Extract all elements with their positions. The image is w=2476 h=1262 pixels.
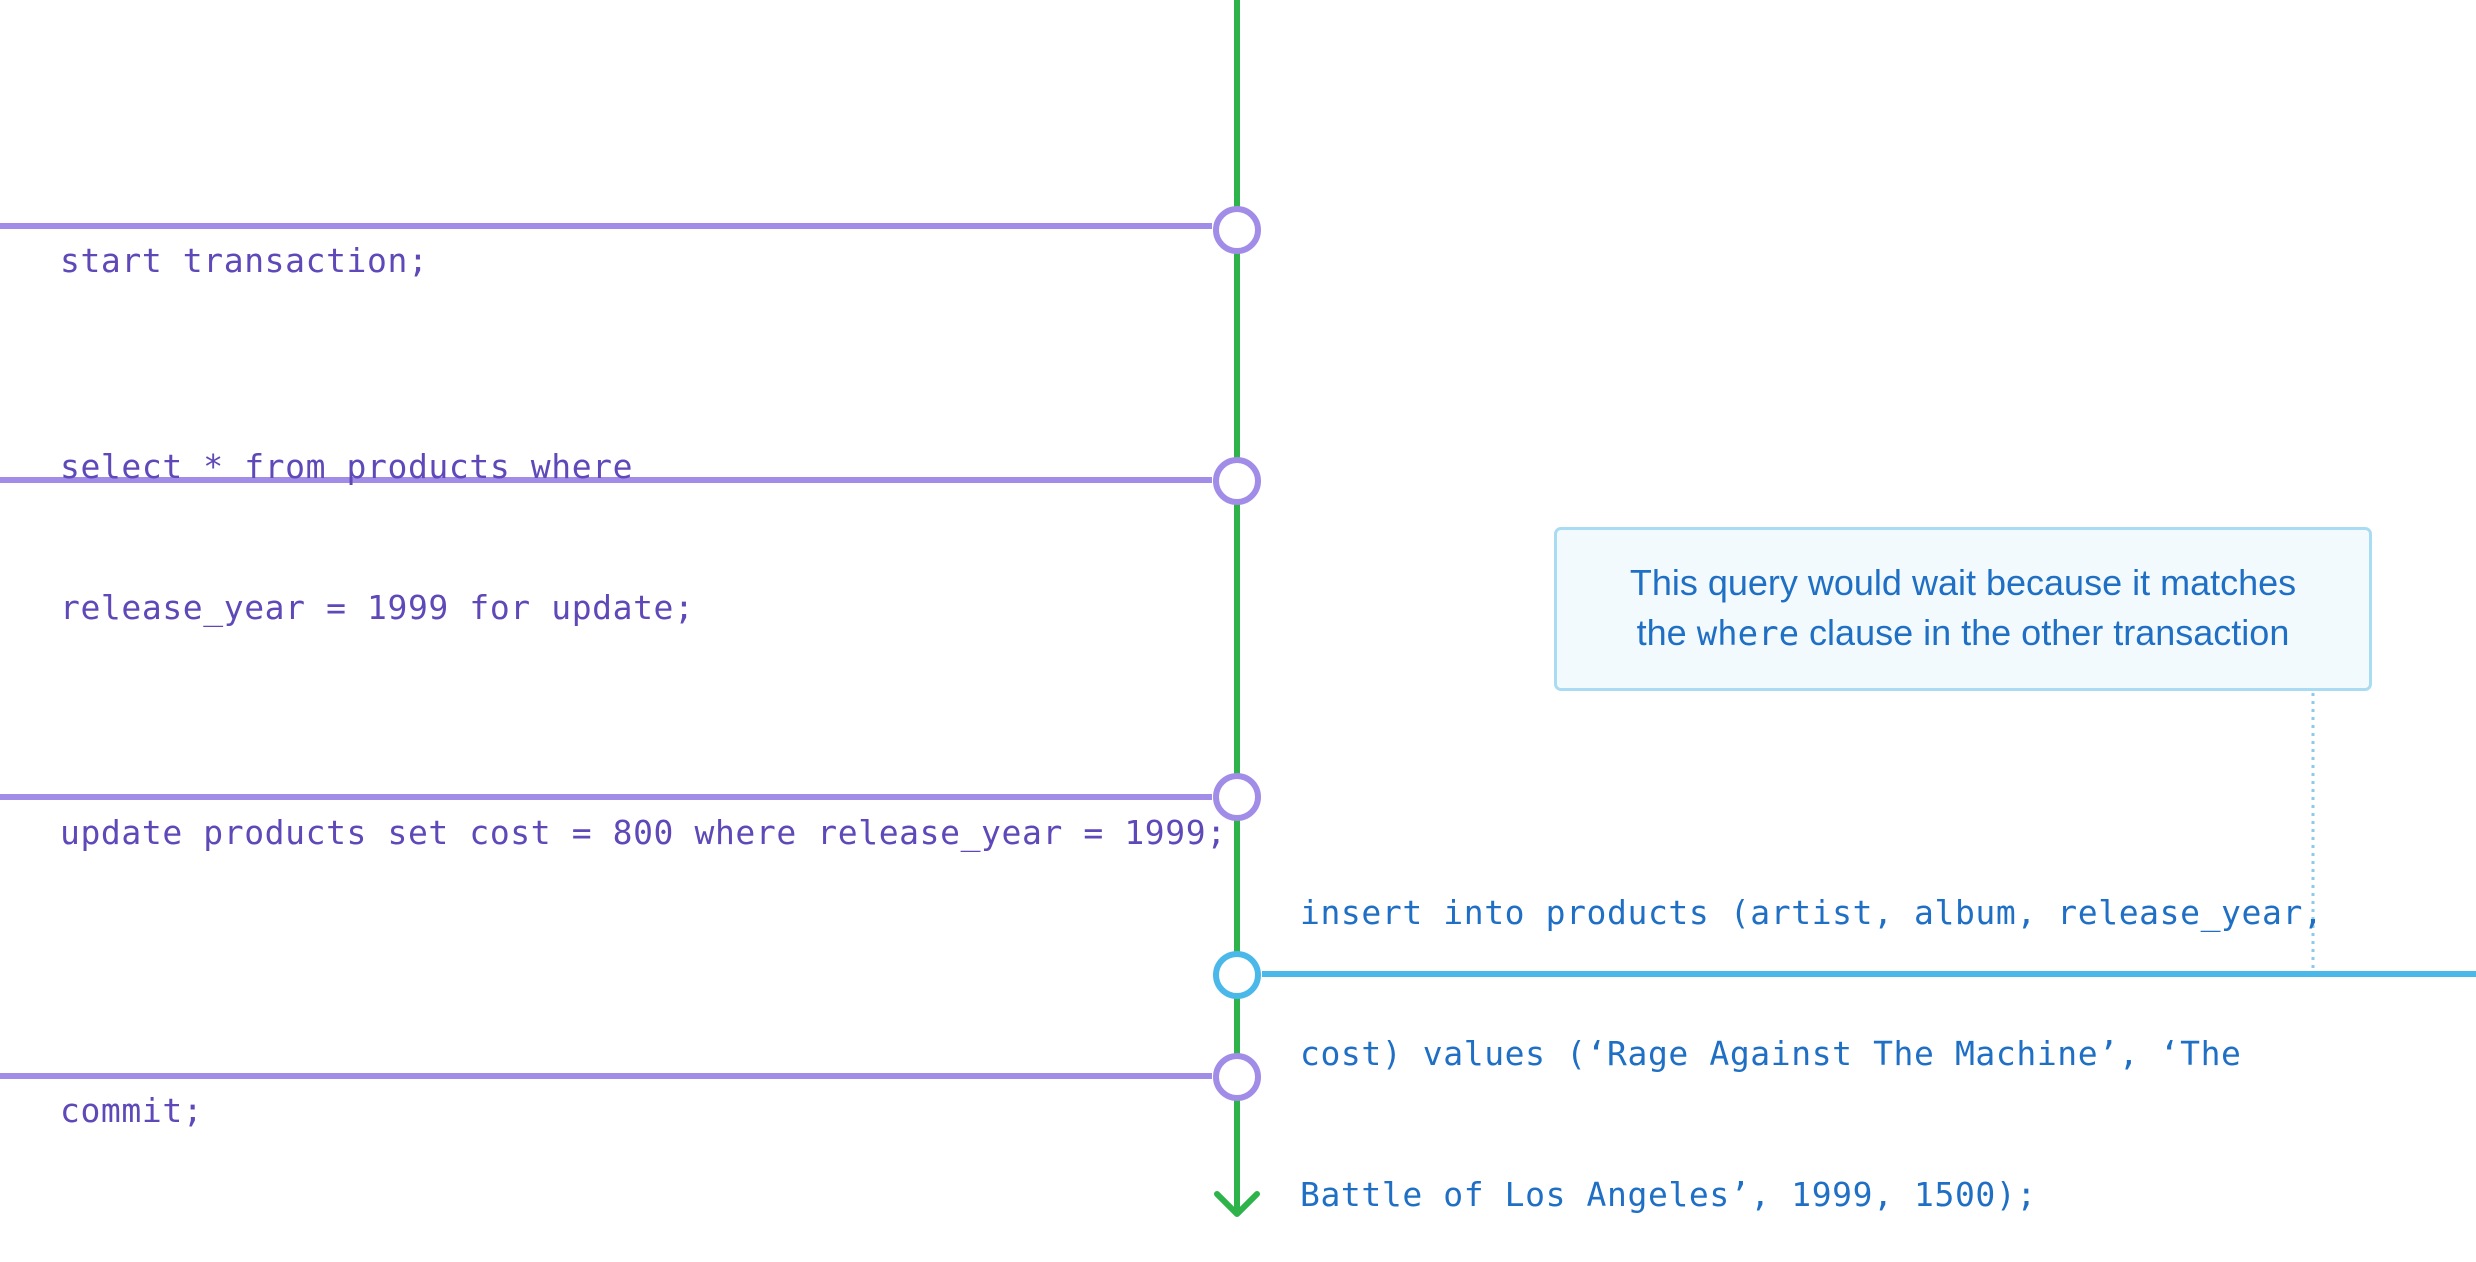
transaction-a-marker-4 bbox=[1213, 1053, 1261, 1101]
wait-explanation-note: This query would wait because it matches… bbox=[1554, 527, 2372, 691]
transaction-b-marker-1 bbox=[1213, 951, 1261, 999]
code-line: start transaction; bbox=[60, 241, 429, 280]
statement-start-transaction: start transaction; bbox=[60, 143, 428, 378]
code-line: release_year = 1999 for update; bbox=[60, 588, 695, 627]
code-line: insert into products (artist, album, rel… bbox=[1300, 893, 2324, 932]
note-line-2: the where clause in the other transactio… bbox=[1557, 608, 2369, 659]
timeline-arrowhead bbox=[1214, 1191, 1260, 1217]
transaction-a-marker-3 bbox=[1213, 773, 1261, 821]
code-line: commit; bbox=[60, 1091, 204, 1130]
code-line: select * from products where bbox=[60, 447, 634, 486]
transaction-a-marker-1 bbox=[1213, 206, 1261, 254]
statement-insert-products: insert into products (artist, album, rel… bbox=[1300, 795, 2323, 1262]
code-line: update products set cost = 800 where rel… bbox=[60, 813, 1227, 852]
statement-commit: commit; bbox=[60, 993, 203, 1228]
transaction-a-marker-2 bbox=[1213, 457, 1261, 505]
note-line-1: This query would wait because it matches bbox=[1629, 562, 2297, 603]
note-text-after-keyword: clause in the other transaction bbox=[1799, 612, 2290, 653]
note-keyword: where bbox=[1696, 614, 1800, 654]
statement-select-for-update: select * from products where release_yea… bbox=[60, 349, 695, 725]
statement-update-products: update products set cost = 800 where rel… bbox=[60, 715, 1227, 950]
code-line: cost) values (‘Rage Against The Machine’… bbox=[1300, 1034, 2242, 1073]
note-text-before-keyword: the bbox=[1636, 612, 1697, 653]
code-line: Battle of Los Angeles’, 1999, 1500); bbox=[1300, 1175, 2037, 1214]
